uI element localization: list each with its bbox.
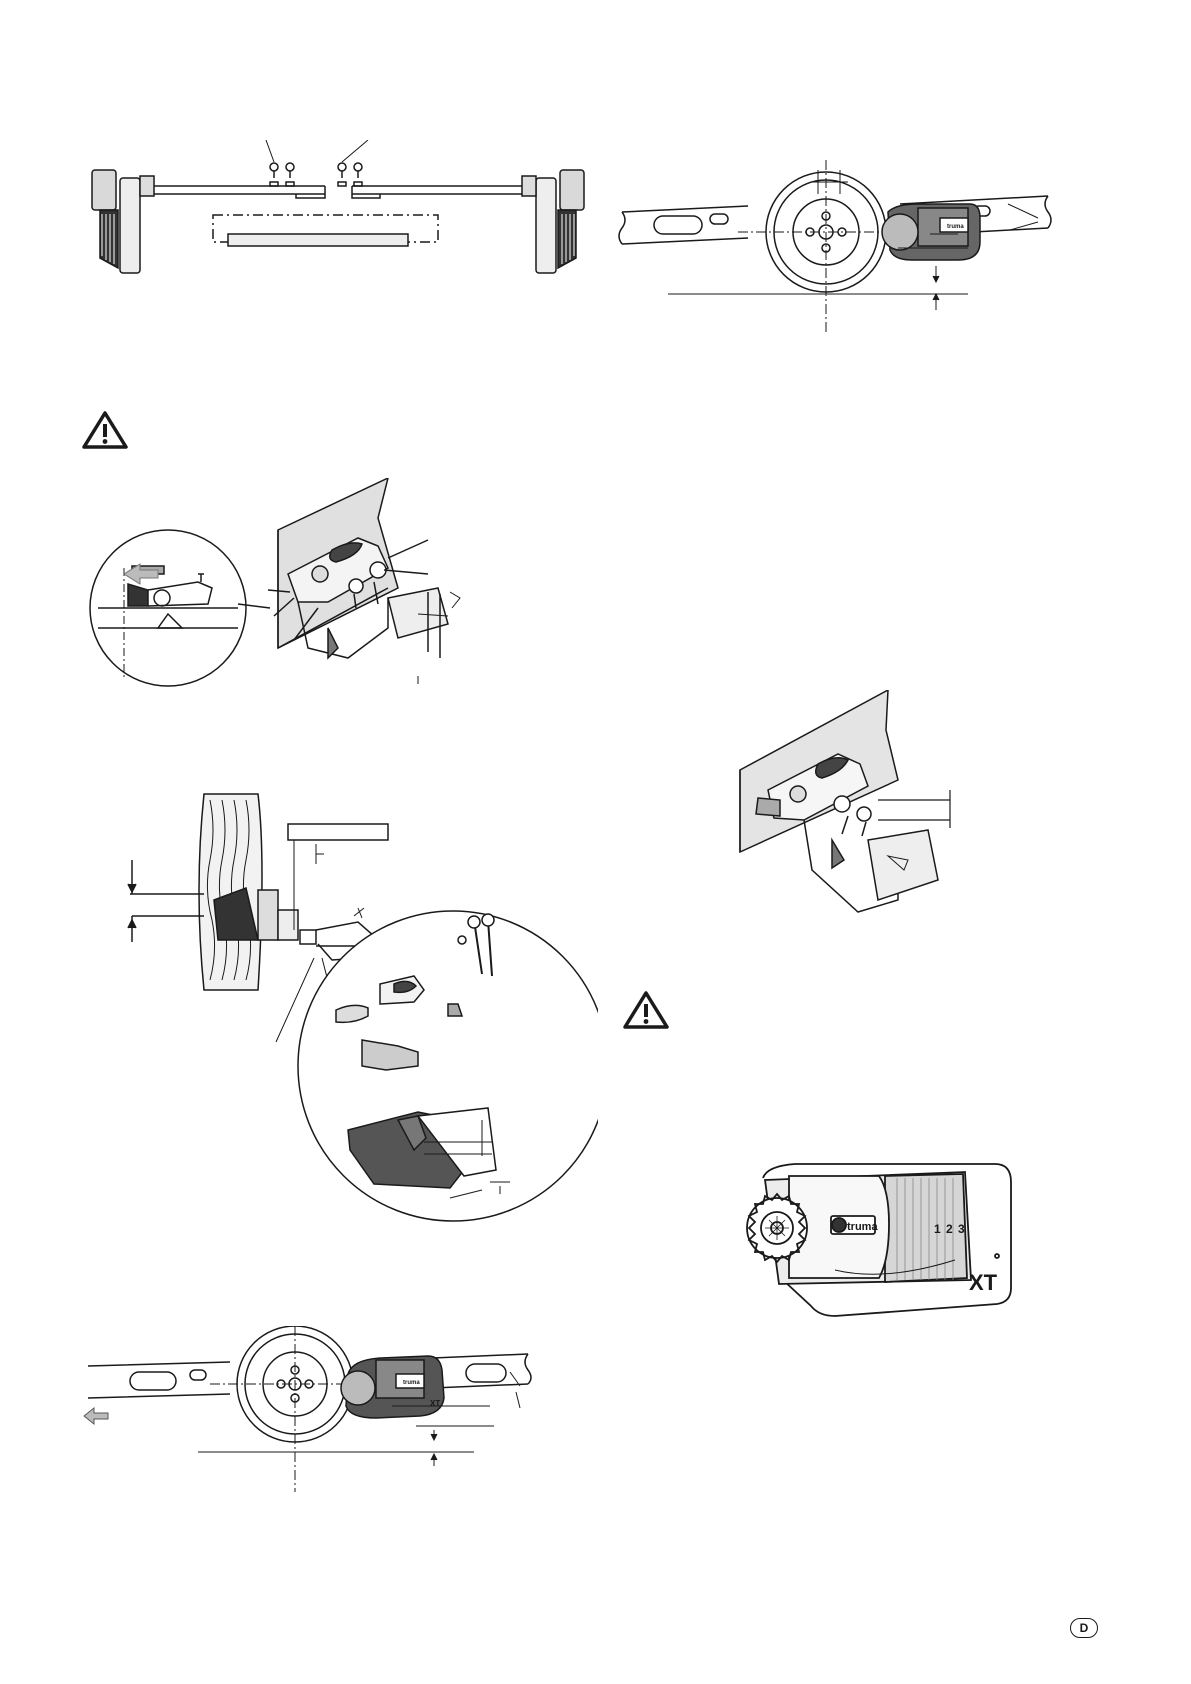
language-badge: D [1070, 1618, 1098, 1638]
wheel-side-view-figure-left: truma XT [80, 1326, 580, 1496]
bracket-assembly-figure [738, 690, 988, 930]
speed-mark-3: 3 [958, 1222, 965, 1236]
warning-icon [82, 410, 128, 450]
speed-mark-2: 2 [946, 1222, 953, 1236]
speed-mark-1: 1 [934, 1222, 941, 1236]
tyre-mounting-figure [118, 790, 598, 1222]
model-label-small: XT [430, 1399, 440, 1408]
brand-logo-small: truma [947, 224, 964, 230]
brand-logo-small: truma [403, 1380, 420, 1386]
wheel-side-view-figure-right: truma [618, 160, 1118, 335]
axle-assembly-figure [78, 140, 598, 275]
warning-icon [623, 990, 669, 1030]
mover-front-figure: truma 1 2 3 XT [735, 1160, 1020, 1318]
brand-logo: truma [847, 1221, 878, 1233]
model-label: XT [969, 1270, 998, 1295]
bracket-detail-figure [88, 478, 508, 742]
direction-arrow [84, 1408, 108, 1424]
